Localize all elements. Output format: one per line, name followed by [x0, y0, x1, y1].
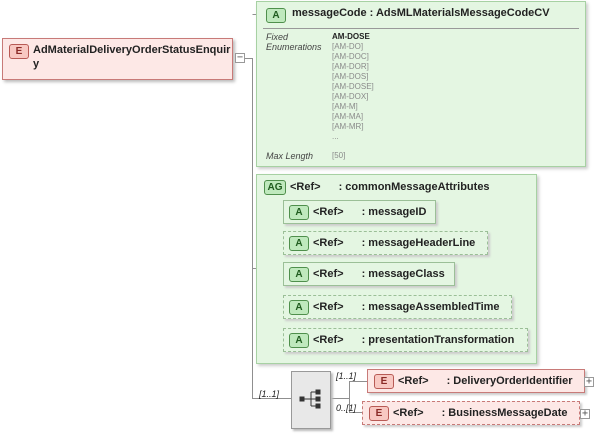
- sequence-compositor-icon: [299, 389, 321, 409]
- element-label: <Ref> : DeliveryOrderIdentifier: [398, 374, 573, 388]
- message-code-attribute[interactable]: A messageCode : AdsMLMaterialsMessageCod…: [256, 1, 586, 167]
- enum-value: [AM-MA]: [332, 112, 364, 121]
- child-cardinality: 0..[1]: [336, 403, 357, 413]
- attribute-group-name: : commonMessageAttributes: [338, 181, 490, 193]
- enum-value: [AM-DOSE]: [332, 82, 374, 91]
- attribute-label: <Ref> : messageAssembledTime: [313, 300, 500, 314]
- fixed-label: Fixed: [266, 32, 289, 42]
- enumerations-label: Enumerations: [266, 42, 322, 52]
- attribute-presentation-transformation[interactable]: A <Ref> : presentationTransformation: [283, 328, 528, 352]
- root-element-box[interactable]: E AdMaterialDeliveryOrderStatusEnquiry: [2, 38, 233, 80]
- attribute-label: <Ref> : messageHeaderLine: [313, 236, 475, 250]
- attribute-badge-icon: A: [289, 333, 309, 348]
- message-code-title: messageCode : AdsMLMaterialsMessageCodeC…: [292, 7, 550, 19]
- attribute-name: : messageHeaderLine: [361, 237, 476, 249]
- ref-label: <Ref>: [313, 206, 344, 218]
- minus-toggle-icon[interactable]: −: [235, 52, 245, 63]
- attribute-name: : messageClass: [361, 268, 445, 280]
- element-name: : DeliveryOrderIdentifier: [446, 375, 573, 387]
- enum-value: [AM-MR]: [332, 122, 364, 131]
- plus-toggle-icon[interactable]: +: [584, 376, 594, 387]
- enum-value: AM-DOSE: [332, 32, 370, 41]
- element-business-message-date[interactable]: E <Ref> : BusinessMessageDate: [362, 401, 580, 425]
- max-length-label: Max Length: [266, 151, 314, 161]
- attribute-message-class[interactable]: A <Ref> : messageClass: [283, 262, 455, 286]
- element-delivery-order-identifier[interactable]: E <Ref> : DeliveryOrderIdentifier: [367, 369, 585, 393]
- element-badge-icon: E: [369, 406, 389, 421]
- sequence-compositor[interactable]: [291, 371, 331, 429]
- attribute-badge-icon: A: [266, 8, 286, 23]
- attribute-name: : messageID: [361, 206, 427, 218]
- enum-value: [AM-DOX]: [332, 92, 369, 101]
- ref-label: <Ref>: [313, 301, 344, 313]
- attribute-label: <Ref> : messageClass: [313, 267, 445, 281]
- enumeration-list: AM-DOSE [AM-DO] [AM-DOC] [AM-DOR] [AM-DO…: [332, 32, 374, 142]
- enum-value: [AM-M]: [332, 102, 358, 111]
- facet-divider: [263, 28, 579, 29]
- plus-toggle-icon[interactable]: +: [580, 408, 590, 419]
- sequence-cardinality: [1..1]: [259, 389, 280, 399]
- attribute-message-header-line[interactable]: A <Ref> : messageHeaderLine: [283, 231, 488, 255]
- attribute-badge-icon: A: [289, 236, 309, 251]
- attribute-message-assembled-time[interactable]: A <Ref> : messageAssembledTime: [283, 295, 512, 319]
- enum-value: [AM-DOR]: [332, 62, 369, 71]
- element-badge-icon: E: [374, 374, 394, 389]
- ref-label: <Ref>: [313, 237, 344, 249]
- attribute-label: <Ref> : messageID: [313, 205, 426, 219]
- element-label: <Ref> : BusinessMessageDate: [393, 406, 568, 420]
- attribute-group-title: <Ref> : commonMessageAttributes: [290, 180, 490, 194]
- ref-label: <Ref>: [313, 334, 344, 346]
- attribute-message-id[interactable]: A <Ref> : messageID: [283, 200, 436, 224]
- element-badge-icon: E: [9, 44, 29, 59]
- attribute-label: <Ref> : presentationTransformation: [313, 333, 514, 347]
- attribute-badge-icon: A: [289, 300, 309, 315]
- enum-value: [AM-DOS]: [332, 72, 369, 81]
- attribute-badge-icon: A: [289, 267, 309, 282]
- ref-label: <Ref>: [313, 268, 344, 280]
- ref-label: <Ref>: [393, 407, 424, 419]
- max-length-value: [50]: [332, 151, 346, 160]
- ref-label: <Ref>: [398, 375, 429, 387]
- attribute-name: : messageAssembledTime: [361, 301, 500, 313]
- enum-value: [AM-DOC]: [332, 52, 369, 61]
- attribute-name: : presentationTransformation: [361, 334, 515, 346]
- attribute-badge-icon: A: [289, 205, 309, 220]
- element-name: : BusinessMessageDate: [441, 407, 568, 419]
- enum-value: [AM-DO]: [332, 42, 364, 51]
- attribute-group-badge-icon: AG: [264, 180, 286, 195]
- child-cardinality: [1..1]: [336, 371, 357, 381]
- root-element-name: AdMaterialDeliveryOrderStatusEnquiry: [33, 44, 231, 70]
- ref-label: <Ref>: [290, 181, 321, 193]
- enum-value: ...: [332, 132, 339, 141]
